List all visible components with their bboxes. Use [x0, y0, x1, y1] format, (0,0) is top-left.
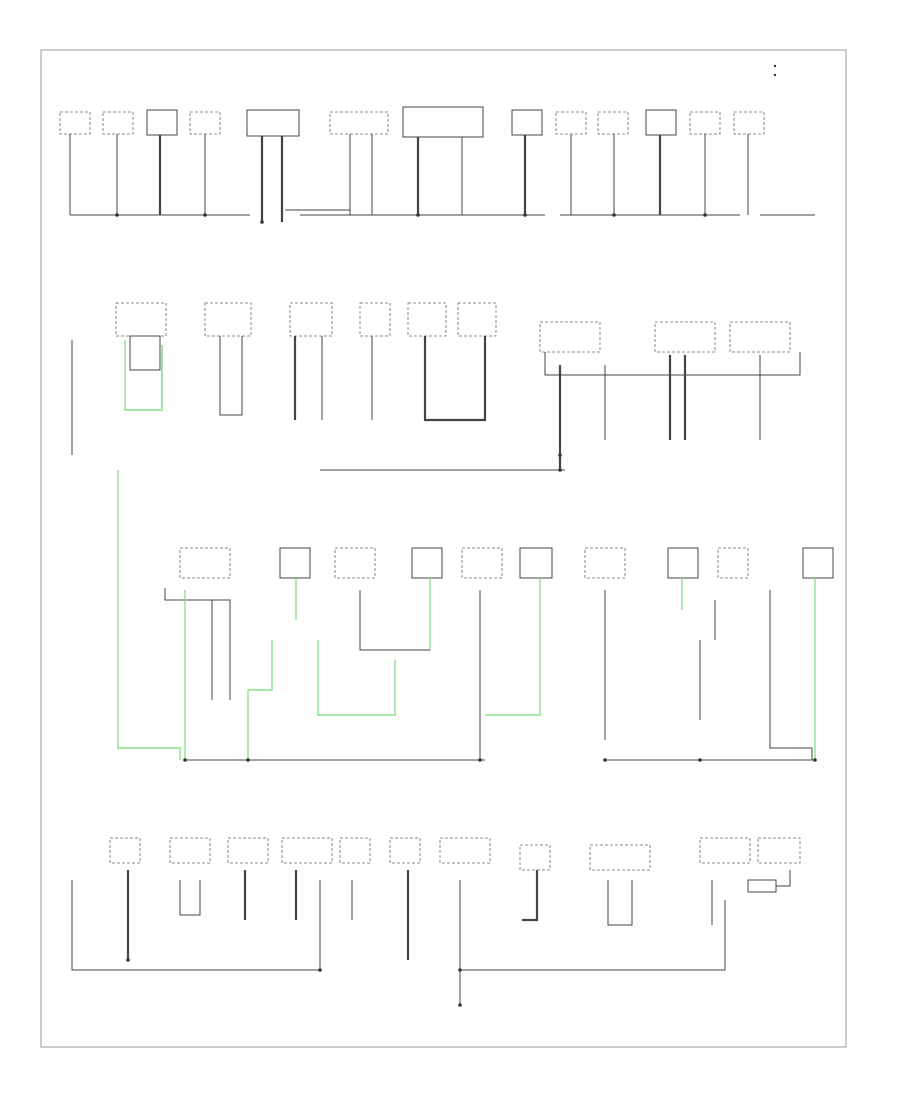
row4-ground-bus	[126, 958, 462, 1007]
row1-ground-bus	[70, 213, 815, 224]
green-ground-wire-left	[117, 470, 181, 760]
row2-wires	[71, 335, 801, 472]
legend	[773, 64, 777, 77]
row1-wires	[69, 134, 749, 222]
row2-components	[115, 302, 791, 353]
diagram-frame	[40, 49, 847, 1048]
row3-wires	[164, 578, 816, 760]
row3-components	[179, 547, 834, 579]
row4-components	[109, 837, 801, 871]
row3-ground-bus	[183, 758, 817, 762]
row1-components	[59, 106, 765, 138]
row4-wires	[71, 870, 791, 971]
